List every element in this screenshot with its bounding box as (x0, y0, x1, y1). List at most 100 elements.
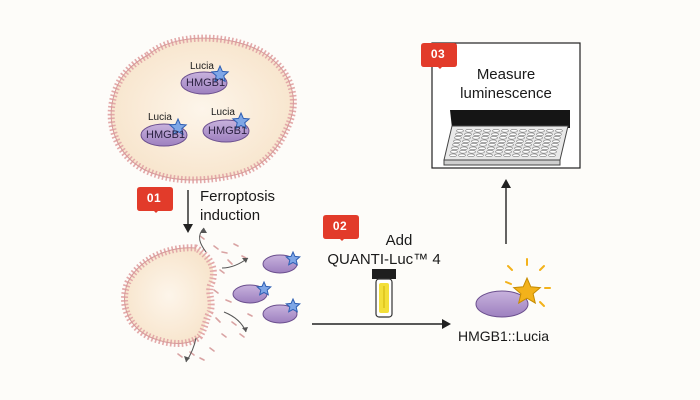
protein-1 (180, 64, 230, 95)
plate-well (470, 143, 478, 147)
reporter-label: Lucia (148, 112, 172, 123)
plate-well (516, 139, 524, 144)
plate-well (505, 146, 513, 151)
plate-well (526, 136, 534, 140)
plate-well (494, 153, 502, 158)
plate-well (495, 150, 503, 154)
protein-2 (140, 117, 188, 147)
plate-well (525, 139, 533, 144)
plate-well (521, 153, 529, 158)
plate-well (453, 139, 461, 144)
plate-well (540, 150, 548, 154)
plate-well (450, 150, 458, 154)
plate-well (463, 136, 471, 140)
step-badge-02: 02 (322, 215, 360, 241)
released-protein-2 (232, 280, 272, 304)
step-1-label: Ferroptosis induction (200, 188, 276, 224)
plate-well (543, 139, 551, 144)
plate-well (506, 143, 514, 147)
plate-well (535, 136, 543, 140)
plate-well (549, 150, 557, 154)
plate-well (555, 129, 563, 133)
released-protein-1 (262, 250, 301, 274)
plate-well (452, 143, 460, 147)
step-number: 02 (332, 219, 348, 233)
plate-well (537, 129, 545, 133)
plate-well (534, 139, 542, 144)
plate-well (554, 132, 562, 137)
plate-well (541, 146, 549, 151)
gold-star-icon (512, 276, 542, 305)
plate-well (508, 136, 516, 140)
lucia-star-icon (231, 111, 251, 130)
plate-well (480, 139, 488, 144)
plate-well (469, 146, 477, 151)
plate-well (553, 136, 561, 140)
plate-well (530, 153, 538, 158)
plate-well (474, 129, 482, 133)
plate-well (473, 132, 481, 137)
plate-well (503, 153, 511, 158)
plate-well (488, 143, 496, 147)
plate-well (479, 143, 487, 147)
plate-well (548, 153, 556, 158)
plate-well (472, 136, 480, 140)
plate-well (546, 129, 554, 133)
protein-label: HMGB1 (146, 129, 186, 141)
result-protein (475, 258, 551, 318)
release-arrows (185, 227, 249, 363)
plate-well (510, 129, 518, 133)
plate-well (533, 143, 541, 147)
plate-well (498, 139, 506, 144)
plate-well (460, 146, 468, 151)
plate-well (487, 146, 495, 151)
plate-well (515, 143, 523, 147)
plate-well (550, 146, 558, 151)
reagent-tube-icon (372, 269, 396, 318)
plate-well (490, 136, 498, 140)
plate-well (499, 136, 507, 140)
membrane-debris (177, 235, 253, 361)
arrow-right-icon (312, 319, 451, 329)
plate-well (451, 146, 459, 151)
plate-well (483, 129, 491, 133)
plate-well (539, 153, 547, 158)
plate-well (467, 153, 475, 158)
arrow-up-icon (501, 179, 511, 244)
plate-well (517, 136, 525, 140)
plate-well (485, 153, 493, 158)
plate-well (462, 139, 470, 144)
plate-well (518, 132, 526, 137)
plate-well (523, 146, 531, 151)
result-label: HMGB1::Lucia (458, 328, 550, 344)
plate-well (527, 132, 535, 137)
plate-well (552, 139, 560, 144)
plate-well (551, 143, 559, 147)
plate-well (497, 143, 505, 147)
plate-well (482, 132, 490, 137)
lucia-star-icon (285, 250, 301, 266)
plate-well (536, 132, 544, 137)
released-protein-3 (262, 297, 301, 324)
plate-well (489, 139, 497, 144)
plate-well (468, 150, 476, 154)
plate-well (496, 146, 504, 151)
protein-label: HMGB1 (186, 77, 226, 89)
plate-well (501, 129, 509, 133)
plate-well (545, 132, 553, 137)
plate-well (456, 129, 464, 133)
plate-well (524, 143, 532, 147)
plate-well (455, 132, 463, 137)
plate-well (471, 139, 479, 144)
plate-well (491, 132, 499, 137)
plate-well (492, 129, 500, 133)
plate-well (528, 129, 536, 133)
step-2-label: Add QUANTI-Luc™ 4 (327, 232, 441, 268)
reporter-label: Lucia (211, 107, 235, 118)
plate-well (542, 143, 550, 147)
plate-well (509, 132, 517, 137)
protein-3 (202, 111, 251, 143)
plate-well (532, 146, 540, 151)
